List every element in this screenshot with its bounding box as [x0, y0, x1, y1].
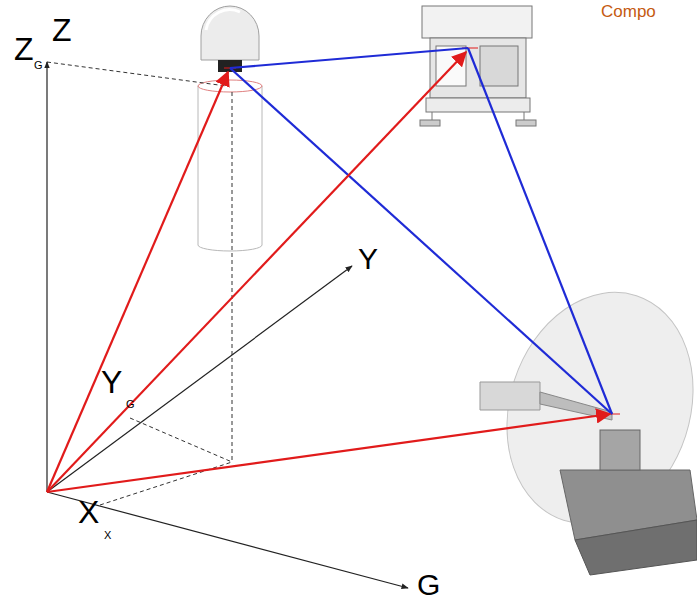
equipment-rack: [420, 6, 536, 126]
axis-label: Z: [52, 14, 72, 46]
axis-label: G: [417, 570, 440, 600]
dome-antenna: [201, 6, 259, 72]
coordinate-label: Y: [101, 366, 122, 398]
header-text: Compo: [601, 3, 656, 20]
mast-cylinder: [198, 80, 262, 251]
coordinate-label: Z: [14, 33, 34, 65]
axes: [47, 62, 408, 588]
projection-guides: [47, 62, 232, 505]
subscript-label: G: [126, 399, 135, 410]
subscript-label: G: [34, 60, 43, 71]
coordinate-label: X: [78, 496, 99, 528]
link-lines: [230, 48, 612, 414]
dish-antenna: [478, 268, 697, 575]
axis-label: Y: [358, 244, 378, 274]
position-vectors: [47, 52, 610, 492]
subscript-label: X: [104, 530, 111, 541]
